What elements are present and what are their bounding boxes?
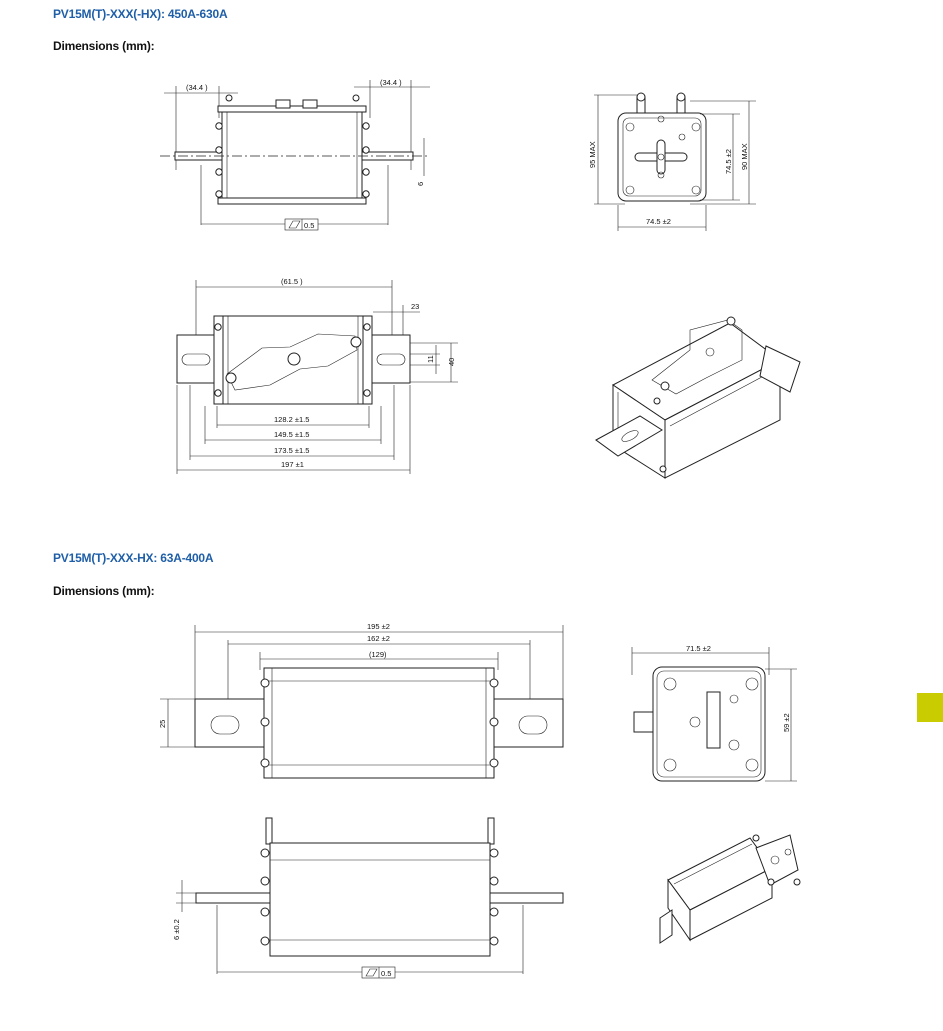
s1-side-view: (34.4 ) (34.4 ) 6 0.5 [160,78,430,231]
s2-top-d1: 195 ±2 [367,622,390,631]
s1-top-tab-width: 40 [447,358,456,366]
s1-end-view: 95 MAX 74.5 ±2 90 MAX 74.5 ±2 [588,92,756,231]
s1-top-view: (61.5 ) 23 40 11 [176,277,458,474]
s1-top-d2: 149.5 ±1.5 [274,430,309,439]
section1-title: PV15M(T)-XXX(-HX): 450A-630A [53,7,228,21]
s2-top-d2: 162 ±2 [367,634,390,643]
section2-dims-label: Dimensions (mm): [53,584,155,598]
s1-top-d4: 197 ±1 [281,460,304,469]
s1-end-overall-max: 90 MAX [740,143,749,170]
s2-end-height: 59 ±2 [782,713,791,732]
s2-top-d3: (129) [369,650,387,659]
s1-top-dim-top: (61.5 ) [281,277,303,286]
s1-top-tab-right: 23 [411,302,419,311]
section2-title: PV15M(T)-XXX-HX: 63A-400A [53,551,214,565]
section1-dims-label: Dimensions (mm): [53,39,155,53]
s2-side-thickness: 6 ±0.2 [172,919,181,940]
s1-end-width: 74.5 ±2 [646,217,671,226]
s1-top-slot: 11 [426,355,435,363]
s1-top-d3: 173.5 ±1.5 [274,446,309,455]
s1-isometric-view [595,316,801,479]
s2-top-view: 195 ±2 162 ±2 (129) 25 [158,622,564,779]
page-marker-tab [917,693,943,722]
s2-isometric-view [659,834,801,944]
s1-side-flatness: 0.5 [304,221,314,230]
s2-side-view: 6 ±0.2 0.5 [172,817,564,979]
s2-side-flatness: 0.5 [381,969,391,978]
s1-side-left-dim: (34.4 ) [186,83,208,92]
s1-top-d1: 128.2 ±1.5 [274,415,309,424]
s2-end-view: 71.5 ±2 59 ±2 [631,644,797,782]
s1-end-body-height: 74.5 ±2 [724,149,733,174]
s1-side-right-dim: (34.4 ) [380,78,402,87]
s2-top-tab-width: 25 [158,720,167,728]
s1-end-height-max: 95 MAX [588,141,597,168]
s1-side-thickness: 6 [416,182,425,186]
s2-end-width: 71.5 ±2 [686,644,711,653]
